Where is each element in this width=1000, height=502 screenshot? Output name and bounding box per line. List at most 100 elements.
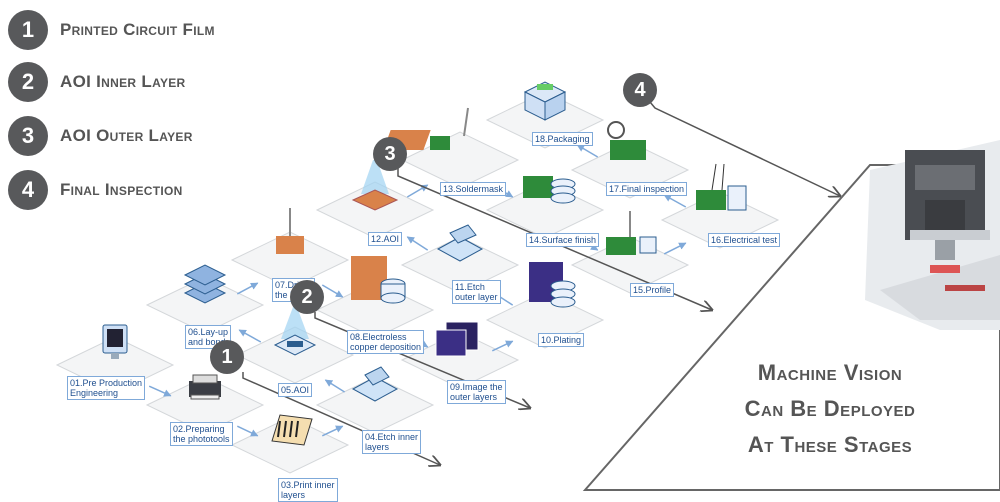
etched-block-icon — [436, 224, 484, 262]
step-label-line: 01.Pre Production — [70, 378, 143, 388]
machine-vision-camera-image — [865, 140, 1000, 330]
flow-arrow — [148, 385, 172, 397]
legend-badge: 3 — [8, 116, 48, 156]
step-label: 17.Final inspection — [606, 182, 688, 196]
step-label: 12.AOI — [368, 232, 403, 246]
legend-item-2: 2 AOI Inner Layer — [8, 62, 186, 102]
flow-arrow — [321, 425, 344, 437]
electrical-test-icon — [696, 163, 747, 211]
flow-arrow — [236, 425, 259, 437]
drill-icon — [276, 208, 304, 254]
flow-arrow — [491, 340, 514, 352]
stage-pointer-3 — [397, 168, 712, 310]
step-tile — [400, 236, 520, 294]
machine-vision-panel — [582, 164, 1000, 491]
legend-label: AOI Inner Layer — [60, 72, 186, 91]
stage-marker-4: 4 — [623, 73, 657, 107]
flow-arrow — [576, 144, 599, 158]
printer-icon — [189, 374, 221, 400]
board-icon — [351, 366, 399, 402]
flow-arrow — [238, 329, 262, 343]
step-label: 16.Electrical test — [708, 233, 781, 247]
step-label-line: 02.Preparing — [173, 424, 225, 434]
flow-arrow — [406, 236, 429, 251]
step-label-line: 16.Electrical test — [711, 235, 778, 245]
step-label: 18.Packaging — [532, 132, 593, 146]
step-label-line: and bond — [188, 337, 226, 347]
step-label-line: 10.Plating — [541, 335, 582, 345]
step-label-line: 09.Image the — [450, 382, 503, 392]
step-label-line: 15.Profile — [633, 285, 672, 295]
step-label-line: 13.Soldermask — [443, 184, 504, 194]
step-label-line: 05.AOI — [281, 385, 310, 395]
step-label-line: copper deposition — [350, 342, 422, 352]
legend-item-4: 4 Final Inspection — [8, 170, 183, 210]
step-tile — [230, 416, 350, 474]
copper-board-icon — [351, 256, 406, 304]
step-tile — [230, 231, 350, 289]
flow-arrow — [324, 379, 345, 393]
legend-label: AOI Outer Layer — [60, 126, 193, 145]
stack-icon — [183, 264, 227, 304]
step-label-line: 11.Etch — [455, 282, 485, 292]
step-label-line: 08.Electroless — [350, 332, 407, 342]
step-label-line: 14.Surface finish — [529, 235, 597, 245]
legend-label: Printed Circuit Film — [60, 20, 215, 39]
step-label-line: 12.AOI — [371, 234, 400, 244]
stage-marker-1: 1 — [210, 340, 244, 374]
stage-pointer-2 — [314, 312, 530, 408]
camera-beam-icon — [351, 160, 399, 211]
plating-board-icon — [529, 262, 576, 308]
legend-badge: 4 — [8, 170, 48, 210]
legend-label: Final Inspection — [60, 180, 183, 199]
stage-pointer-4 — [649, 101, 840, 196]
magnifier-icon — [607, 121, 646, 160]
step-label-line: the phototools — [173, 434, 230, 444]
film-icon — [271, 414, 313, 446]
stage-marker-3: 3 — [373, 137, 407, 171]
machine-vision-caption: Machine Vision Can Be Deployed At These … — [700, 355, 960, 463]
step-label-line: layers — [365, 442, 390, 452]
step-label-line: layers — [281, 490, 306, 500]
step-label-line: 04.Etch inner — [365, 432, 419, 442]
step-label-line: 06.Lay-up — [188, 327, 229, 337]
flow-arrow — [236, 282, 259, 295]
stage-marker-2: 2 — [290, 280, 324, 314]
step-label: 13.Soldermask — [440, 182, 507, 196]
monitor-icon — [102, 324, 128, 359]
camera-beam-icon — [273, 307, 317, 356]
step-label-line: 18.Packaging — [535, 134, 590, 144]
surface-finish-pcb-icon — [523, 176, 576, 204]
step-label-line: 17.Final inspection — [609, 184, 685, 194]
box-icon — [523, 81, 567, 121]
step-label: 10.Plating — [538, 333, 585, 347]
step-label-line: 03.Print inner — [281, 480, 335, 490]
flow-arrow — [663, 242, 687, 255]
step-label-line: Engineering — [70, 388, 119, 398]
legend-item-3: 3 AOI Outer Layer — [8, 116, 193, 156]
outer-layer-image-icon — [435, 321, 479, 357]
flow-arrow — [663, 194, 687, 208]
step-label: 05.AOI — [278, 383, 313, 397]
step-label-line: 07.Drill — [275, 280, 304, 290]
legend-badge: 2 — [8, 62, 48, 102]
legend-badge: 1 — [8, 10, 48, 50]
flow-arrow — [321, 284, 344, 298]
legend-item-1: 1 Printed Circuit Film — [8, 10, 215, 50]
step-label: 14.Surface finish — [526, 233, 600, 247]
machine-vision-line: Can Be Deployed — [744, 396, 916, 421]
step-tile — [145, 276, 265, 334]
machine-vision-line: At These Stages — [747, 432, 913, 457]
step-label-line: outer layers — [450, 392, 498, 402]
step-tile — [315, 376, 435, 434]
step-label: 15.Profile — [630, 283, 675, 297]
profile-pcb-icon — [606, 211, 657, 255]
